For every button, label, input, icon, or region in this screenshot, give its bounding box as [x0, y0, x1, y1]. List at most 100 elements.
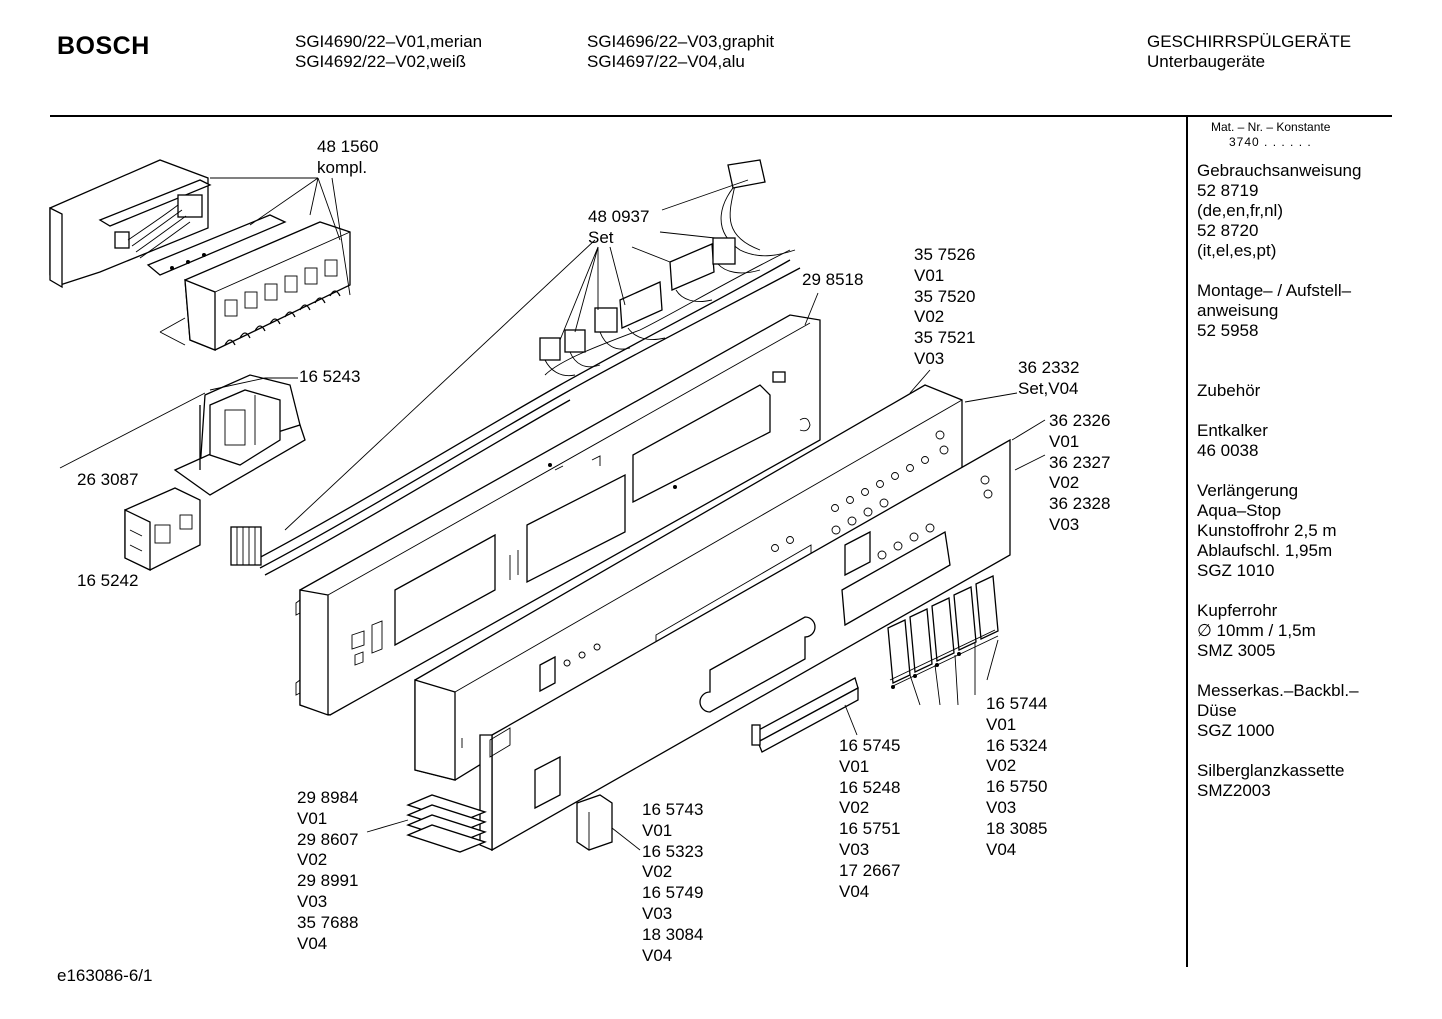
- category-line: GESCHIRRSPÜLGERÄTE: [1147, 32, 1352, 51]
- part-variant: V03: [642, 903, 673, 923]
- part-label-362326: 36 2326 V01 36 2327 V02 36 2328 V03: [1049, 411, 1110, 536]
- part-number: 29 8984: [297, 788, 359, 807]
- drawing-id: e163086-6/1: [57, 966, 153, 985]
- model-list-1: SGI4690/22–V01,merian SGI4692/22–V02,wei…: [295, 32, 482, 72]
- sidebar-section: Silberglanzkassette SMZ2003: [1197, 761, 1392, 801]
- part-variant: V01: [1049, 431, 1080, 451]
- sidebar-line: SMZ2003: [1197, 781, 1271, 800]
- part-number: 16 5242: [77, 571, 139, 590]
- sidebar-line: Verlängerung: [1197, 481, 1299, 500]
- part-number: 16 5751: [839, 819, 901, 839]
- sidebar-line: Zubehör: [1197, 381, 1261, 400]
- relay-part: [124, 487, 201, 572]
- sidebar-section: Montage– / Aufstell– anweisung 52 5958: [1197, 281, 1392, 341]
- part-number: 35 7520: [914, 286, 976, 306]
- part-variant: V02: [1049, 473, 1080, 493]
- part-number: 16 5745: [839, 736, 901, 755]
- part-label-165744: 16 5744 V01 16 5324 V02 16 5750 V03 18 3…: [986, 694, 1047, 860]
- part-variant: V03: [914, 348, 945, 368]
- sidebar-section: Zubehör: [1197, 381, 1392, 401]
- part-number: 16 5243: [299, 367, 361, 386]
- part-variant: V01: [839, 756, 870, 776]
- part-note: Set: [588, 227, 614, 247]
- part-variant: V03: [297, 891, 328, 911]
- part-number: 29 8991: [297, 871, 359, 891]
- sidebar-divider: [1186, 117, 1188, 967]
- part-number: 29 8518: [802, 270, 864, 289]
- part-variant: V02: [297, 850, 328, 870]
- handle-strip: [751, 677, 859, 753]
- part-variant: V01: [986, 714, 1017, 734]
- part-variant: V01: [297, 808, 328, 828]
- electronic-module: [49, 159, 351, 351]
- sidebar-line: (it,el,es,pt): [1197, 241, 1277, 260]
- part-number: 17 2667: [839, 860, 901, 880]
- sidebar-section: Entkalker 46 0038: [1197, 421, 1392, 461]
- sidebar-line: ∅ 10mm / 1,5m: [1197, 621, 1316, 640]
- category-title: GESCHIRRSPÜLGERÄTE Unterbaugeräte: [1147, 32, 1351, 72]
- part-number: 16 5248: [839, 777, 901, 797]
- sidebar-line: 52 5958: [1197, 321, 1259, 340]
- sidebar-line: SGZ 1000: [1197, 721, 1275, 740]
- mat-value: 3740 . . . . . .: [1229, 135, 1312, 149]
- category-line: Unterbaugeräte: [1147, 52, 1266, 71]
- part-number: 48 0937: [588, 207, 650, 226]
- part-number: 35 7688: [297, 912, 359, 932]
- stacked-covers: [406, 794, 487, 853]
- sidebar-line: 52 8720: [1197, 221, 1259, 240]
- part-label-165242: 16 5242: [77, 571, 138, 592]
- part-variant: V01: [642, 820, 673, 840]
- part-note: kompl.: [317, 157, 368, 177]
- model-line: SGI4697/22–V04,alu: [587, 52, 745, 71]
- sidebar-section: Kupferrohr ∅ 10mm / 1,5m SMZ 3005: [1197, 601, 1392, 661]
- part-number: 16 5744: [986, 694, 1048, 713]
- button-set: [887, 575, 999, 689]
- part-label-357526: 35 7526 V01 35 7520 V02 35 7521 V03: [914, 245, 975, 370]
- sidebar-line: 52 8719: [1197, 181, 1259, 200]
- sidebar-line: Kunstoffrohr 2,5 m: [1197, 521, 1337, 540]
- sidebar-line: (de,en,fr,nl): [1197, 201, 1283, 220]
- part-variant: V03: [839, 839, 870, 859]
- sidebar-line: Silberglanzkassette: [1197, 761, 1345, 780]
- part-variant: V02: [914, 307, 945, 327]
- part-label-165243: 16 5243: [299, 367, 360, 388]
- sidebar-line: SGZ 1010: [1197, 561, 1275, 580]
- indicator-part: [576, 794, 613, 851]
- bracket-part: [173, 374, 306, 496]
- part-number: 26 3087: [77, 470, 139, 489]
- part-number: 48 1560: [317, 137, 379, 156]
- part-variant: V03: [1049, 514, 1080, 534]
- leader-lines: [59, 177, 1046, 851]
- sidebar-line: anweisung: [1197, 301, 1279, 320]
- control-panel-frame: [295, 314, 821, 716]
- part-number: 36 2328: [1049, 494, 1111, 514]
- part-label-480937: 48 0937 Set: [588, 207, 649, 249]
- part-number: 16 5323: [642, 841, 704, 861]
- mat-title: Mat. – Nr. – Konstante: [1211, 120, 1331, 134]
- sidebar-line: 46 0038: [1197, 441, 1259, 460]
- sidebar-line: Ablaufschl. 1,95m: [1197, 541, 1333, 560]
- part-variant: V02: [986, 756, 1017, 776]
- header-divider: [50, 115, 1392, 117]
- part-number: 16 5750: [986, 777, 1048, 797]
- part-label-362332: 36 2332 Set,V04: [1018, 358, 1079, 400]
- part-number: 29 8607: [297, 829, 359, 849]
- front-panel: [479, 438, 1011, 852]
- part-label-165745: 16 5745 V01 16 5248 V02 16 5751 V03 17 2…: [839, 736, 900, 902]
- part-label-263087: 26 3087: [77, 470, 138, 491]
- part-variant: V04: [986, 839, 1017, 859]
- sidebar-section: Gebrauchsanweisung 52 8719 (de,en,fr,nl)…: [1197, 161, 1392, 261]
- model-list-2: SGI4696/22–V03,graphit SGI4697/22–V04,al…: [587, 32, 774, 72]
- sidebar-line: Gebrauchsanweisung: [1197, 161, 1362, 180]
- part-variant: V02: [642, 862, 673, 882]
- part-variant: V04: [297, 933, 328, 953]
- part-number: 18 3085: [986, 818, 1048, 838]
- model-line: SGI4692/22–V02,weiß: [295, 52, 467, 71]
- part-label-165743: 16 5743 V01 16 5323 V02 16 5749 V03 18 3…: [642, 800, 703, 966]
- model-line: SGI4690/22–V01,merian: [295, 32, 483, 51]
- part-label-481560: 48 1560 kompl.: [317, 137, 378, 179]
- cable-harness: [230, 159, 801, 576]
- mat-number-block: Mat. – Nr. – Konstante 3740 . . . . . .: [1197, 120, 1392, 150]
- model-line: SGI4696/22–V03,graphit: [587, 32, 775, 51]
